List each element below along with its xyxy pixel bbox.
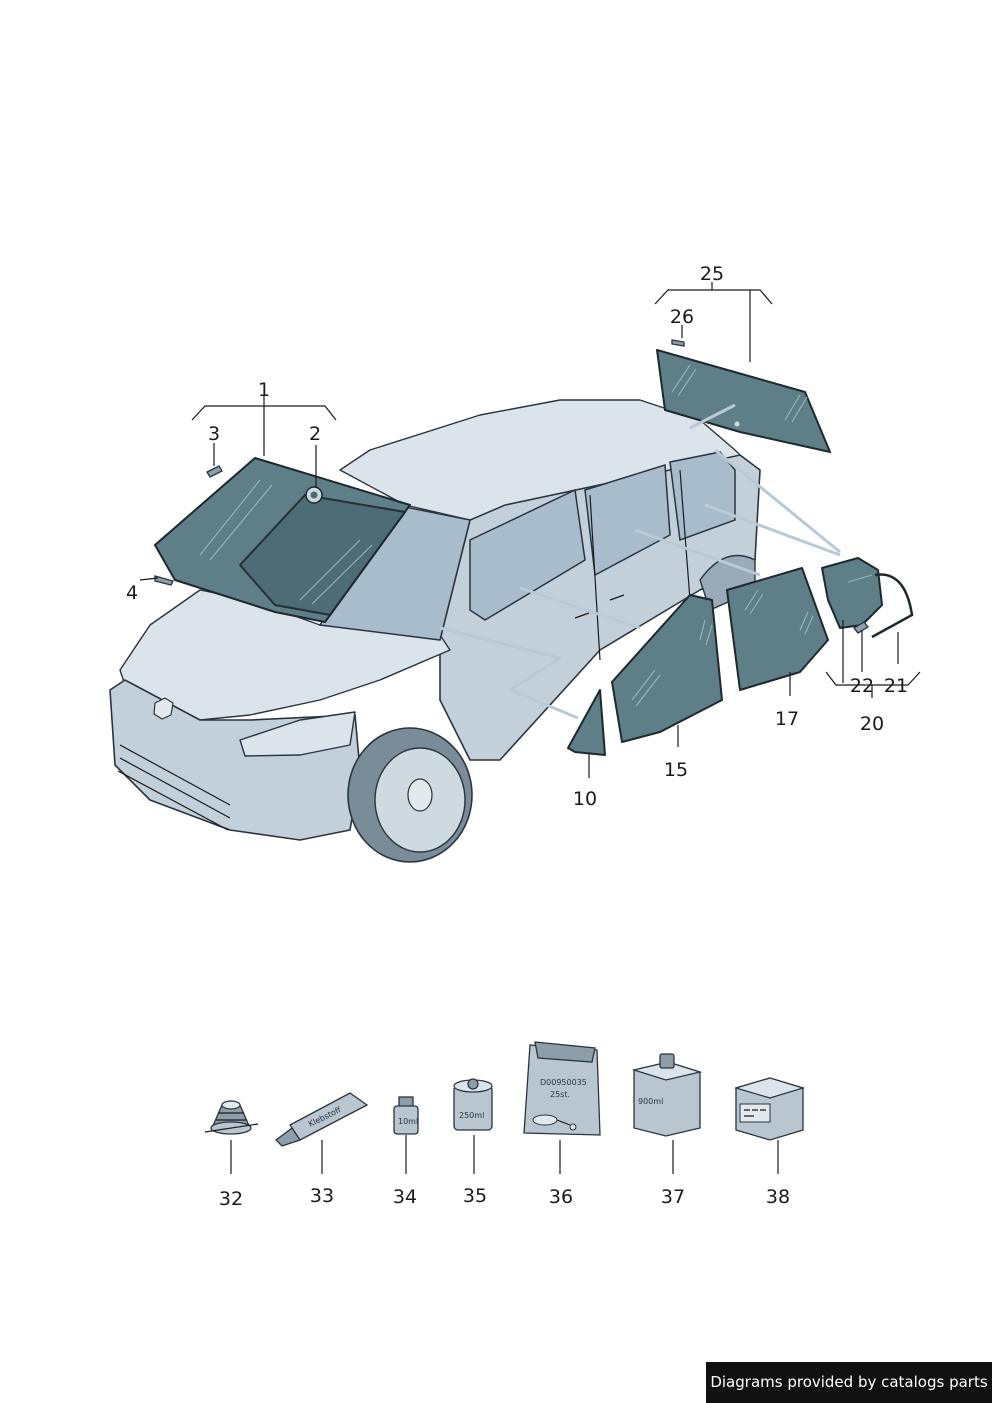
bottle-part-34-icon: 10ml	[393, 1096, 419, 1135]
clip-part-4-icon	[154, 575, 174, 586]
bottle-label: 10ml	[398, 1117, 418, 1126]
can-label: 250ml	[459, 1111, 484, 1120]
clip-part-26-icon	[671, 339, 685, 347]
bag-part-36-icon: D00950035 25st.	[523, 1041, 601, 1136]
callout-3: 3	[208, 423, 220, 445]
tube-part-33-icon: Klebstoff	[275, 1092, 369, 1147]
can-part-35-icon: 250ml	[453, 1078, 493, 1131]
brand-emblem-icon	[153, 697, 174, 720]
callout-21: 21	[884, 675, 908, 697]
callout-36: 36	[549, 1186, 573, 1208]
door-glass-part-17	[726, 567, 829, 691]
windshield-part-1	[154, 457, 411, 623]
box-part-38-icon	[733, 1077, 806, 1141]
quarter-glass-part-20	[821, 557, 914, 639]
canister-label: 900ml	[638, 1097, 663, 1106]
callout-17: 17	[775, 708, 799, 730]
bag-qty: 25st.	[550, 1090, 570, 1099]
credit-banner: Diagrams provided by catalogs parts	[706, 1362, 992, 1403]
callout-37: 37	[661, 1186, 685, 1208]
callout-labels: 1 2 3 4 10 15 17 20 21 22 25 26 32 33 34…	[126, 263, 908, 1210]
callout-leaders	[139, 282, 921, 1174]
seal-part-21-icon	[871, 573, 914, 639]
callout-4: 4	[126, 582, 138, 604]
callout-34: 34	[393, 1186, 417, 1208]
quarter-glass-part-10	[567, 689, 606, 756]
callout-35: 35	[463, 1185, 487, 1207]
callout-38: 38	[766, 1186, 790, 1208]
rear-window-part-25	[656, 349, 831, 453]
callout-1: 1	[258, 379, 270, 401]
clip-part-3-icon	[206, 465, 223, 478]
callout-20: 20	[860, 713, 884, 735]
callout-25: 25	[700, 263, 724, 285]
callout-32: 32	[219, 1188, 243, 1210]
canister-part-37-icon: 900ml	[631, 1053, 703, 1137]
bag-code: D00950035	[540, 1078, 587, 1087]
clip-part-22-icon	[853, 621, 869, 634]
callout-26: 26	[670, 306, 694, 328]
callout-10: 10	[573, 788, 597, 810]
nozzle-part-32-icon	[204, 1100, 259, 1135]
callout-2: 2	[309, 423, 321, 445]
callout-33: 33	[310, 1185, 334, 1207]
callout-22: 22	[850, 675, 874, 697]
front-wheel	[347, 727, 473, 863]
callout-15: 15	[664, 759, 688, 781]
door-glass-part-15	[611, 594, 723, 743]
